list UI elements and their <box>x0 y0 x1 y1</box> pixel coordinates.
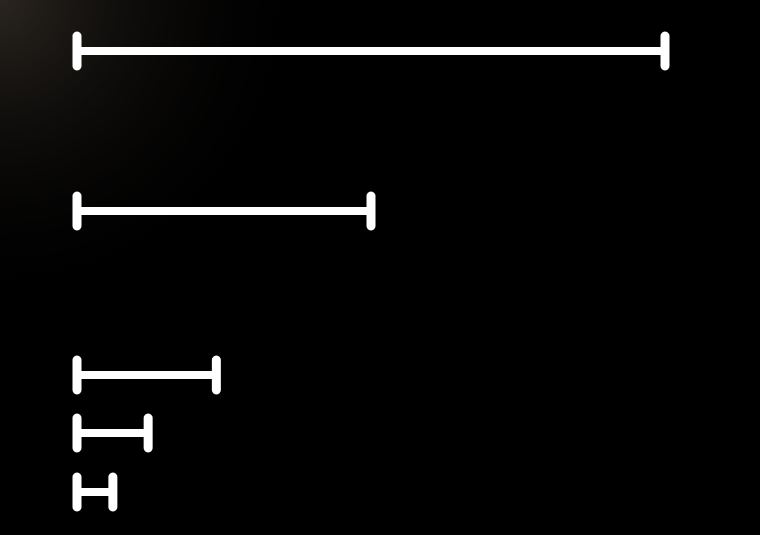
length-bar <box>72 355 221 395</box>
length-bar <box>72 413 153 453</box>
length-bar <box>72 472 118 512</box>
length-bar <box>72 191 376 231</box>
length-bar <box>72 31 670 71</box>
bars-group <box>72 31 670 512</box>
